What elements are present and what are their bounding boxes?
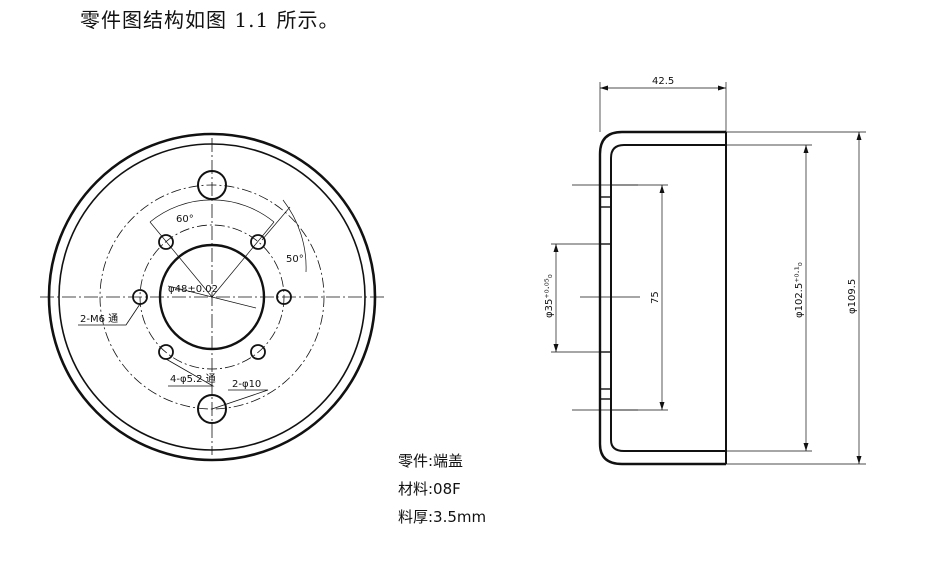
- angle-arc-right: [282, 199, 307, 273]
- large-hole-top: [197, 170, 227, 200]
- arrow-bore-bottom: [553, 344, 559, 352]
- part-material: 材料:08F: [398, 480, 461, 498]
- leader-thread-holes: [78, 303, 141, 326]
- inner-profile: [610, 144, 726, 452]
- large-hole-bottom: [197, 394, 227, 424]
- arrow-spacing-top: [659, 185, 665, 193]
- arrow-spacing-bottom: [659, 402, 665, 410]
- bore-dim-line: [167, 285, 257, 309]
- arrow-bore-top: [553, 244, 559, 252]
- angle-line-right-outer: [261, 206, 291, 241]
- arrow-outer-bottom: [856, 456, 862, 464]
- side-view-labels: 42.5 75 φ35⁺⁰·⁰⁵₀ φ102.5⁺⁰·¹₀ φ109.5: [544, 76, 858, 318]
- small-holes-label: 4-φ5.2 通: [170, 373, 216, 385]
- arrow-inner-bottom: [803, 443, 809, 451]
- spacing-dim-label: 75: [650, 291, 661, 304]
- part-name: 零件:端盖: [398, 452, 464, 470]
- angle-line-right: [211, 221, 275, 298]
- small-hole-upper-right: [250, 234, 266, 250]
- angle-right-label: 50°: [286, 254, 304, 265]
- part-thickness: 料厚:3.5mm: [398, 508, 487, 526]
- figure-caption: 零件图结构如图 1.1 所示。: [80, 8, 340, 32]
- small-hole-right: [276, 289, 292, 305]
- bore-dim-label-side: φ35⁺⁰·⁰⁵₀: [544, 274, 555, 318]
- small-hole-upper-left: [158, 234, 174, 250]
- depth-dim-label: 42.5: [652, 76, 674, 87]
- arrow-outer-top: [856, 132, 862, 140]
- small-hole-lower-right: [250, 344, 266, 360]
- angle-line-left: [149, 221, 213, 298]
- outer-profile: [598, 130, 726, 466]
- side-view: [551, 82, 866, 466]
- large-holes-label: 2-φ10: [232, 379, 261, 390]
- arrow-depth-right: [718, 85, 726, 91]
- front-view: [40, 132, 385, 462]
- bore-dim-label: φ48±0.02: [168, 284, 218, 295]
- dimension-arrows: [553, 85, 862, 464]
- leader-small-holes: [165, 358, 215, 387]
- angle-arc-top: [149, 199, 275, 223]
- angle-top-label: 60°: [176, 214, 194, 225]
- inner-dim-label: φ102.5⁺⁰·¹₀: [794, 262, 805, 318]
- leader-large-holes: [211, 389, 269, 410]
- arrow-depth-left: [600, 85, 608, 91]
- arrow-inner-top: [803, 145, 809, 153]
- outer-dim-label: φ109.5: [847, 279, 858, 314]
- thread-holes-label: 2-M6 通: [80, 313, 118, 325]
- central-bore: [158, 243, 266, 351]
- front-view-labels: 60° 50° φ48±0.02 2-M6 通 4-φ5.2 通 2-φ10: [80, 214, 304, 390]
- small-hole-pitch-circle: [139, 224, 285, 370]
